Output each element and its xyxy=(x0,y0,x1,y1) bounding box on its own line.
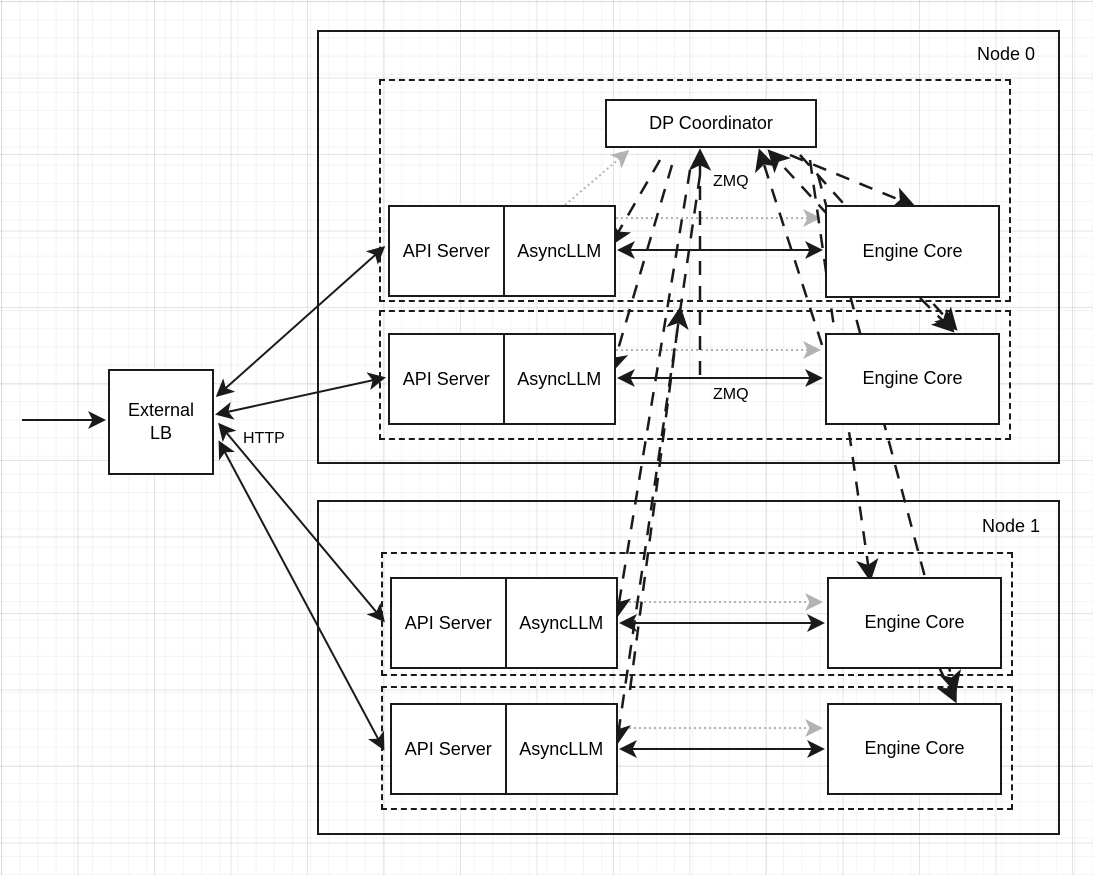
async-llm-label-2: AsyncLLM xyxy=(519,612,604,633)
engine-core-box-2[interactable]: Engine Core xyxy=(827,577,1002,669)
dp-rank-group-3 xyxy=(381,686,1013,810)
api-server-label-3: API Server xyxy=(404,738,492,759)
async-llm-cell-2[interactable]: AsyncLLM xyxy=(507,579,617,667)
engine-core-label-1: Engine Core xyxy=(862,368,963,389)
dp-rank-group-0 xyxy=(379,79,1011,302)
api-server-label-0: API Server xyxy=(402,240,490,261)
node-label-node1: Node 1 xyxy=(982,516,1041,536)
api-server-cell-3[interactable]: API Server xyxy=(392,705,507,793)
external-lb-box[interactable]: External LB xyxy=(108,369,214,475)
node-container-node0 xyxy=(317,30,1060,464)
api-server-label-1: API Server xyxy=(402,368,490,389)
engine-core-label-0: Engine Core xyxy=(862,240,963,261)
node-label-node0: Node 0 xyxy=(977,44,1036,64)
api-server-label-2: API Server xyxy=(404,612,492,633)
engine-core-box-0[interactable]: Engine Core xyxy=(825,205,1000,298)
api-server-cell-2[interactable]: API Server xyxy=(392,579,507,667)
server-unit-0[interactable]: API Server AsyncLLM xyxy=(388,205,616,297)
external-lb-label: External LB xyxy=(127,399,195,443)
edge-label-zmq-top: ZMQ xyxy=(713,173,749,190)
async-llm-label-0: AsyncLLM xyxy=(517,240,602,261)
async-llm-cell-3[interactable]: AsyncLLM xyxy=(507,705,617,793)
engine-core-label-2: Engine Core xyxy=(864,612,965,633)
api-server-cell-1[interactable]: API Server xyxy=(390,335,505,423)
async-llm-cell-0[interactable]: AsyncLLM xyxy=(505,207,615,295)
server-unit-1[interactable]: API Server AsyncLLM xyxy=(388,333,616,425)
edge-label-zmq-mid: ZMQ xyxy=(713,386,749,403)
dp-rank-group-1 xyxy=(379,310,1011,440)
edge-label-http: HTTP xyxy=(243,430,285,447)
async-llm-cell-1[interactable]: AsyncLLM xyxy=(505,335,615,423)
dp-rank-group-2 xyxy=(381,552,1013,676)
engine-core-label-3: Engine Core xyxy=(864,738,965,759)
server-unit-2[interactable]: API Server AsyncLLM xyxy=(390,577,618,669)
engine-core-box-1[interactable]: Engine Core xyxy=(825,333,1000,425)
engine-core-box-3[interactable]: Engine Core xyxy=(827,703,1002,795)
dp-coordinator-box[interactable]: DP Coordinator xyxy=(605,99,817,148)
async-llm-label-3: AsyncLLM xyxy=(519,738,604,759)
async-llm-label-1: AsyncLLM xyxy=(517,368,602,389)
node-container-node1 xyxy=(317,500,1060,835)
dp-coordinator-label: DP Coordinator xyxy=(649,112,773,133)
server-unit-3[interactable]: API Server AsyncLLM xyxy=(390,703,618,795)
api-server-cell-0[interactable]: API Server xyxy=(390,207,505,295)
